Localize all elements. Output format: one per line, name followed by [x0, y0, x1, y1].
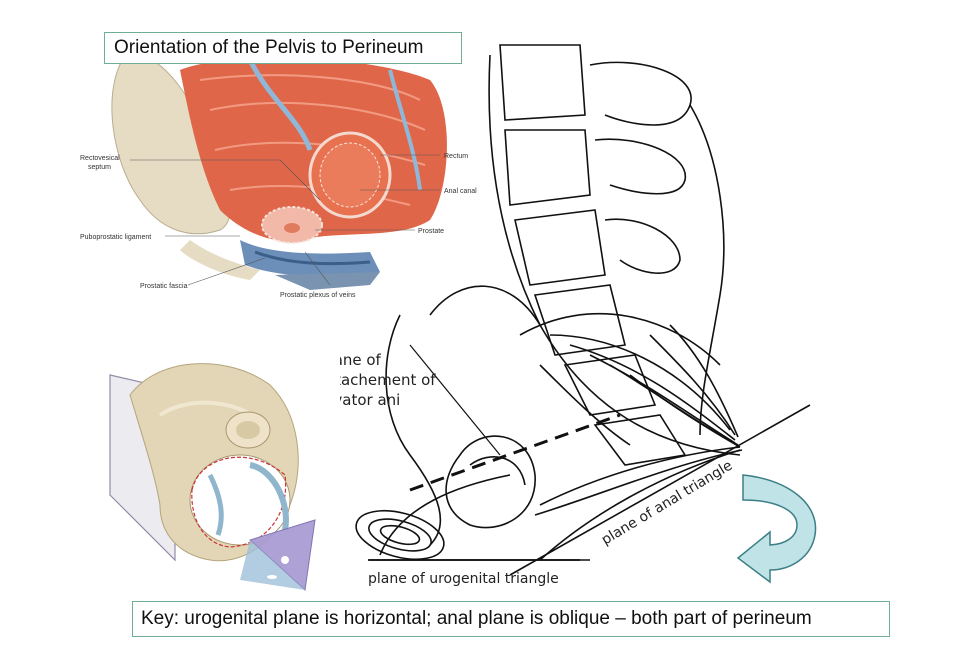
label-anal-canal: Anal canal	[444, 188, 477, 195]
label-plane-attach-2: attachement of	[340, 371, 436, 389]
label-prostatic-plexus: Prostatic plexus of veins	[280, 292, 356, 299]
label-plane-attach-1: plane of	[340, 351, 382, 369]
pelvic-muscle-illustration: Rectovesical septum Puboprostatic ligame…	[80, 49, 477, 299]
label-rectovesical-2: septum	[88, 164, 111, 171]
label-rectum: Rectum	[444, 153, 468, 160]
label-plane-urogenital: plane of urogenital triangle	[368, 571, 559, 587]
label-prostatic-fascia: Prostatic fascia	[140, 283, 188, 290]
label-puboprostatic: Puboprostatic ligament	[80, 234, 151, 241]
pelvis-sagittal-sketch: plane of attachement of levator ani plan…	[340, 44, 811, 587]
label-rectovesical-1: Rectovesical	[80, 155, 120, 162]
curved-arrow-icon	[736, 474, 817, 584]
pelvis-3d-illustration	[109, 363, 316, 592]
label-prostate: Prostate	[418, 228, 444, 235]
label-plane-attach-3: levator ani	[340, 391, 400, 409]
page-title: Orientation of the Pelvis to Perineum	[104, 32, 462, 64]
key-caption: Key: urogenital plane is horizontal; ana…	[132, 601, 890, 637]
